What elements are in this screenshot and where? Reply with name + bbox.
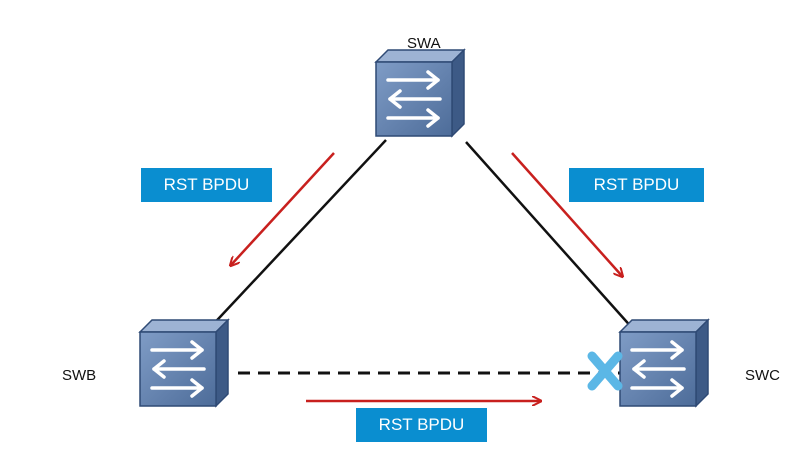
- swc-label: SWC: [745, 367, 780, 384]
- link-swa-swc: [465, 141, 635, 331]
- link-swa-swb: [205, 139, 387, 333]
- bpdu-message-bottom: RST BPDU: [356, 408, 487, 442]
- switch-swb-icon: [138, 318, 230, 408]
- bpdu-arrow-to-swc: [511, 152, 622, 276]
- bpdu-message-right: RST BPDU: [569, 168, 704, 202]
- swb-label: SWB: [62, 367, 97, 384]
- bpdu-arrow-to-swb: [231, 152, 335, 265]
- blocked-port-x-icon: [587, 351, 623, 391]
- switch-swa-icon: [374, 48, 466, 138]
- bpdu-message-left: RST BPDU: [141, 168, 272, 202]
- switch-swc-icon: [618, 318, 710, 408]
- swa-label: SWA: [407, 35, 441, 52]
